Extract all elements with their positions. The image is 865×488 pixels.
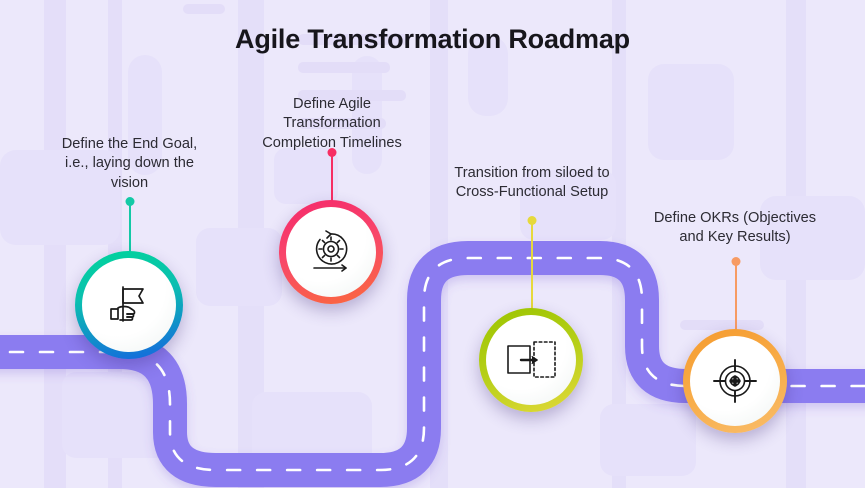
milestone-disc-end-goal xyxy=(82,258,176,352)
connector-dot-end-goal xyxy=(125,197,134,206)
milestone-node-define-okrs[interactable] xyxy=(683,329,787,433)
agile-sprint-cycle-icon xyxy=(306,227,356,277)
milestone-label-end-goal: Define the End Goal, i.e., laying down t… xyxy=(61,136,198,191)
milestone-label-completion-timelines: Define Agile Transformation Completion T… xyxy=(262,96,402,151)
page-title: Agile Transformation Roadmap xyxy=(235,24,630,54)
milestone-node-end-goal[interactable] xyxy=(75,251,183,359)
connector-line-cross-functional xyxy=(530,221,533,314)
connector-line-completion-timelines xyxy=(330,153,333,206)
connector-dot-cross-functional xyxy=(527,216,536,225)
connector-dot-define-okrs xyxy=(731,257,740,266)
milestone-node-completion-timelines[interactable] xyxy=(279,200,383,304)
connector-cross-functional xyxy=(527,216,536,314)
milestone-disc-define-okrs xyxy=(690,336,780,426)
milestone-label-cross-functional: Transition from siloed to Cross-Function… xyxy=(454,165,610,201)
milestone-label-define-okrs: Define OKRs (Objectives and Key Results) xyxy=(653,210,817,246)
connector-end-goal xyxy=(125,197,134,255)
connector-line-define-okrs xyxy=(734,262,737,337)
milestone-disc-completion-timelines xyxy=(286,207,376,297)
connector-completion-timelines xyxy=(327,148,336,206)
connector-dot-completion-timelines xyxy=(327,148,336,157)
transition-boxes-arrow-icon xyxy=(505,338,557,382)
milestone-disc-cross-functional xyxy=(486,315,576,405)
target-crosshair-icon xyxy=(710,356,760,406)
hand-holding-flag-icon xyxy=(103,279,155,331)
connector-line-end-goal xyxy=(128,202,131,255)
milestone-node-cross-functional[interactable] xyxy=(479,308,583,412)
connector-define-okrs xyxy=(731,257,740,337)
